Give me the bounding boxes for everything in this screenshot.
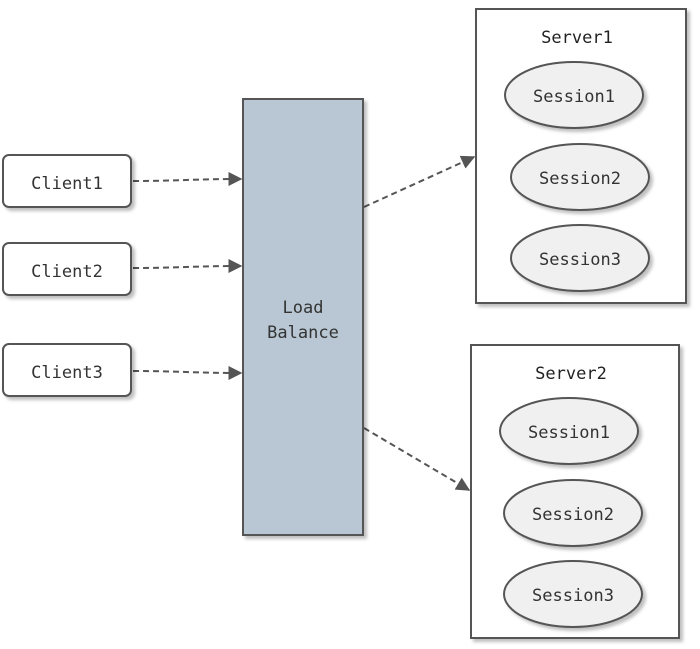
session-label: Session2 [532,505,614,525]
client-label: Client2 [31,262,103,282]
session-ellipse [504,61,644,129]
session-node: Session3 [510,224,650,292]
session-ellipse [510,224,650,292]
connector-lb-to-server2 [363,427,471,491]
client-label: Client3 [31,363,103,383]
client-label: Client1 [31,174,103,194]
session-label: Session3 [532,586,614,606]
session-label: Session1 [533,87,615,107]
server-title: Server1 [541,28,613,48]
server-title: Server2 [535,364,607,384]
session-label: Session3 [539,250,621,270]
load-balancer-label-line1: Load [283,298,324,318]
connector-client2-to-lb [132,259,243,274]
session-ellipse [503,479,643,547]
session-label: Session1 [528,423,610,443]
client-node[interactable]: Client1 [2,154,132,208]
load-balancer-label-line2: Balance [267,323,339,343]
client-box [2,242,132,296]
load-balancer-box [242,98,364,536]
session-ellipse [499,397,639,465]
session-node: Session2 [503,479,643,547]
session-node: Session3 [503,560,643,628]
connectors [132,155,476,491]
session-ellipse [503,560,643,628]
session-ellipse [510,143,650,211]
client-node[interactable]: Client2 [2,242,132,296]
connector-client3-to-lb [132,365,243,380]
session-node: Session1 [499,397,639,465]
connector-lb-to-server1 [363,155,476,208]
session-node: Session2 [510,143,650,211]
client-box [2,154,132,208]
load-balancer[interactable]: Load Balance [242,98,364,536]
server-node[interactable]: Server2 Session1 Session2 Session3 [470,344,680,639]
client-box [2,343,132,397]
server-node[interactable]: Server1 Session1 Session2 Session3 [475,8,687,304]
connector-client1-to-lb [132,172,243,187]
client-node[interactable]: Client3 [2,343,132,397]
session-label: Session2 [539,169,621,189]
session-node: Session1 [504,61,644,129]
